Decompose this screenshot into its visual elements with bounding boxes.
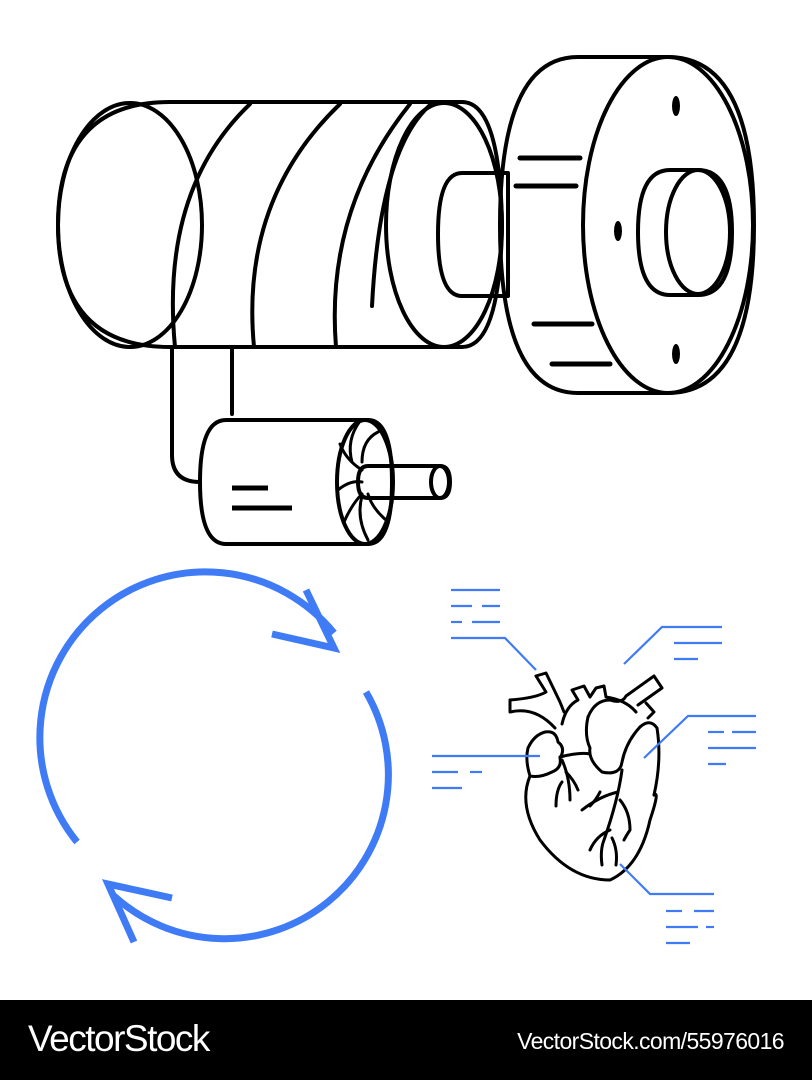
callout-bottom-right xyxy=(619,863,714,945)
large-cylinder-icon xyxy=(56,100,504,349)
callout-top-right xyxy=(623,625,722,665)
small-motor-icon xyxy=(198,418,452,546)
connector-pipe-icon xyxy=(170,345,234,484)
image-reference: VectorStock.com/55976016 xyxy=(517,1028,784,1054)
shaft-icon xyxy=(436,171,510,298)
cycle-arrows-icon xyxy=(36,568,392,944)
heart-icon xyxy=(508,671,664,882)
flange-disc-icon xyxy=(498,55,756,395)
callout-top-left xyxy=(451,588,537,671)
brand-logo: VectorStock xyxy=(28,1018,210,1059)
watermark-footer: VectorStock VectorStock.com/55976016 xyxy=(0,1000,812,1080)
callout-middle-right xyxy=(643,714,756,766)
illustration-canvas xyxy=(36,55,756,945)
heart-diagram-icon xyxy=(432,588,756,945)
callout-middle-left xyxy=(432,754,540,790)
motor-assembly-icon xyxy=(56,55,756,546)
heart-callouts xyxy=(432,588,756,945)
